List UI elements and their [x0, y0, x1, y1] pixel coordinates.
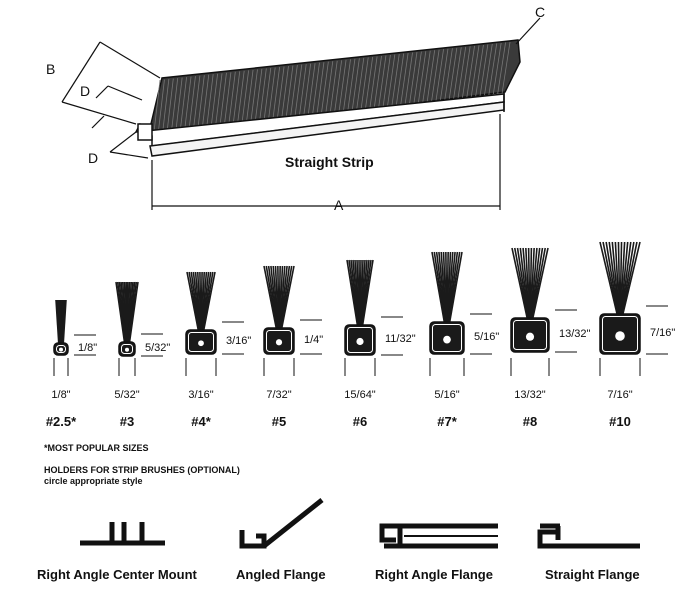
size-name-label: #4*	[191, 414, 211, 429]
size-name-label: #2.5*	[46, 414, 77, 429]
holders-subtitle: circle appropriate style	[44, 476, 143, 486]
size-profile-3: 3/16" 3/16" #4*	[185, 271, 251, 429]
size-height-label: 1/4"	[304, 334, 323, 346]
holder-label-angled-flange: Angled Flange	[236, 567, 326, 582]
dim-c-label: C	[535, 4, 545, 20]
holders-title: HOLDERS FOR STRIP BRUSHES (OPTIONAL)	[44, 465, 240, 475]
size-name-label: #10	[609, 414, 631, 429]
holder-hole	[125, 347, 129, 352]
dimension-lines	[61, 17, 541, 210]
holder-inner-outline	[347, 327, 373, 353]
holder-label-center-mount: Right Angle Center Mount	[37, 567, 197, 582]
holder-inner-outline	[513, 320, 547, 350]
size-name-label: #8	[523, 414, 537, 429]
size-profile-2: 5/32" 5/32" #3	[114, 281, 170, 429]
size-profile-6: 5/16" 5/16" #7*	[429, 251, 499, 429]
holder-hole	[198, 340, 204, 347]
size-height-label: 5/32"	[145, 342, 170, 354]
bristle-line	[448, 251, 463, 327]
dim-a-label: A	[334, 197, 344, 213]
holder-inner-outline	[188, 332, 214, 352]
bristle-line	[621, 241, 641, 319]
straight-strip-illustration	[134, 39, 521, 157]
holder-hole	[356, 337, 364, 346]
holder-straight-flange-shape	[537, 523, 640, 549]
holder-hole	[443, 335, 451, 344]
brush-size-profiles: 1/8" 1/8" #2.5* 5/32" 5/32" #3 3/16" 3/16" #4* 1/…	[46, 241, 675, 429]
popular-note: *MOST POPULAR SIZES	[44, 443, 149, 453]
size-width-label: 3/16"	[188, 389, 213, 401]
bristle-line	[280, 265, 295, 333]
bristle-line	[62, 299, 67, 348]
size-height-label: 3/16"	[226, 335, 251, 347]
dim-d-upper-label: D	[80, 83, 90, 99]
size-profile-8: 7/16" 7/16" #10	[599, 241, 675, 429]
size-profile-7: 13/32" 13/32" #8	[510, 247, 591, 429]
holder-inner-outline	[121, 344, 133, 354]
bristle-line	[361, 259, 374, 330]
size-height-label: 1/8"	[78, 342, 97, 354]
holder-hole	[59, 347, 63, 352]
bristle-line	[531, 247, 549, 323]
size-profile-4: 1/4" 7/32" #5	[263, 265, 323, 429]
size-height-label: 7/16"	[650, 327, 675, 339]
size-width-label: 1/8"	[51, 389, 70, 401]
size-height-label: 11/32"	[385, 333, 416, 345]
holder-hole	[615, 331, 625, 341]
dim-b-label: B	[46, 61, 55, 77]
size-name-label: #6	[353, 414, 367, 429]
strip-title: Straight Strip	[285, 154, 374, 170]
holder-label-straight-flange: Straight Flange	[545, 567, 640, 582]
holder-angled-flange-shape	[239, 498, 324, 549]
holder-inner-outline	[602, 316, 638, 352]
holder-hole	[275, 339, 283, 346]
size-profile-1: 1/8" 1/8" #2.5*	[46, 299, 97, 429]
holder-shapes	[80, 498, 640, 549]
size-profile-5: 11/32" 15/64" #6	[344, 259, 416, 429]
size-width-label: 7/32"	[266, 389, 291, 401]
holder-inner-outline	[56, 345, 66, 353]
size-name-label: #3	[120, 414, 134, 429]
size-height-label: 13/32"	[559, 328, 591, 340]
size-height-label: 5/16"	[474, 331, 499, 343]
holder-right-angle-flange-shape	[379, 523, 498, 549]
holder-hole	[525, 332, 535, 341]
size-width-label: 5/16"	[434, 389, 459, 401]
holder-inner-outline	[266, 330, 292, 352]
bristle-line	[128, 281, 139, 347]
size-width-label: 5/32"	[114, 389, 139, 401]
size-width-label: 13/32"	[514, 389, 546, 401]
dim-d-lower-label: D	[88, 150, 98, 166]
holder-inner-outline	[432, 324, 462, 352]
size-width-label: 7/16"	[607, 389, 632, 401]
size-name-label: #5	[272, 414, 286, 429]
holder-label-right-angle-flange: Right Angle Flange	[375, 567, 493, 582]
size-width-label: 15/64"	[344, 389, 376, 401]
size-name-label: #7*	[437, 414, 457, 429]
holder-center-mount-shape	[80, 522, 165, 546]
bristle-line	[202, 271, 216, 335]
